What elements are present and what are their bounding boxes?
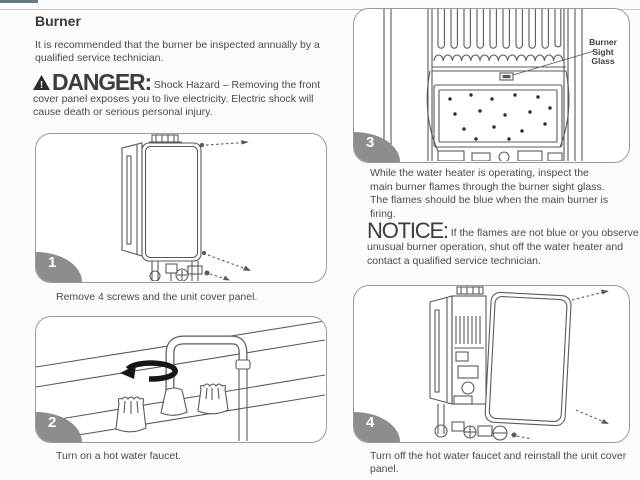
step-number: 1 — [48, 254, 57, 271]
danger-text: Shock Hazard – Removing the front cover … — [33, 79, 321, 118]
water-heater-closed-illustration — [121, 134, 251, 281]
faucet-illustration — [36, 320, 325, 441]
svg-text:!: ! — [40, 80, 43, 90]
danger-callout: ! DANGER: Shock Hazard – Removing the fro… — [33, 69, 339, 120]
page-top-tab — [0, 0, 38, 3]
water-heater-open-illustration — [429, 286, 609, 441]
burner-interior-illustration — [383, 9, 595, 161]
step-number: 4 — [366, 414, 375, 431]
page-title: Burner — [35, 13, 81, 29]
figure-3-burner-sight-glass: Burner Sight Glass 3 — [353, 8, 630, 163]
step-number: 2 — [48, 414, 57, 431]
figure-1-caption: Remove 4 screws and the unit cover panel… — [56, 291, 258, 303]
step-number-badge: 2 — [36, 412, 82, 442]
step-3-instructions: While the water heater is operating, ins… — [370, 167, 609, 220]
step-number-badge: 3 — [354, 132, 400, 162]
step-number-badge: 1 — [36, 252, 82, 282]
intro-paragraph: It is recommended that the burner be ins… — [35, 39, 320, 64]
section-divider-rule — [0, 9, 640, 10]
figure-2-hot-water-faucet: 2 — [35, 316, 327, 443]
figure-4-reinstall-cover: 4 — [353, 285, 630, 443]
notice-text: If the flames are not blue or you observ… — [367, 227, 639, 267]
figure-1-remove-screws: 1 — [35, 133, 327, 283]
notice-label: NOTICE: — [367, 218, 449, 243]
step-number: 3 — [366, 134, 375, 151]
step-number-badge: 4 — [354, 412, 400, 442]
figure-4-caption: Turn off the hot water faucet and reinst… — [370, 450, 627, 475]
burner-sight-glass-label: Burner Sight Glass — [589, 37, 617, 66]
danger-label: DANGER: — [52, 69, 152, 95]
figure-2-caption: Turn on a hot water faucet. — [56, 450, 182, 462]
notice-callout: NOTICE: If the flames are not blue or yo… — [367, 218, 639, 268]
warning-triangle-icon: ! — [33, 75, 50, 91]
